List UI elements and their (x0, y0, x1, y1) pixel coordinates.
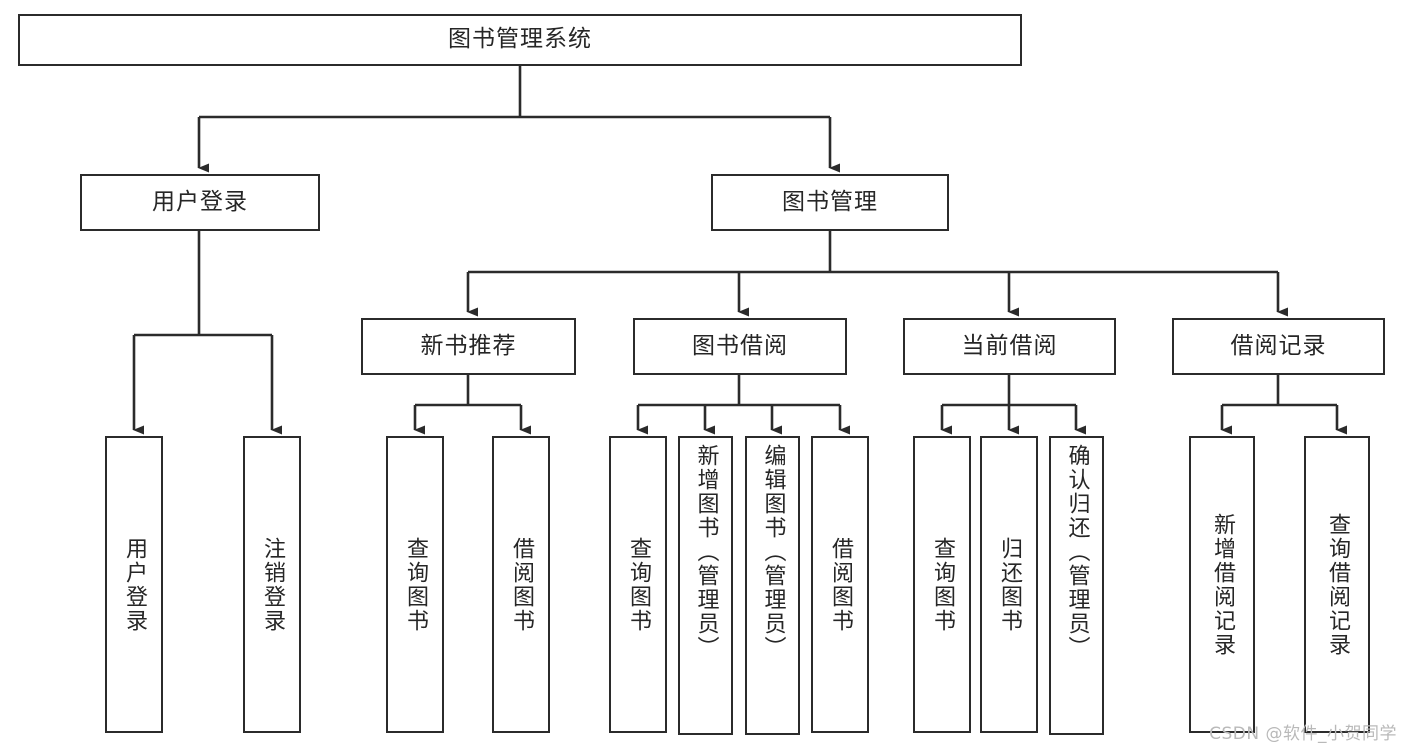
node-label: 归还图书 (996, 536, 1022, 633)
leaf-current-borrow-query-book[interactable]: 查询图书 (913, 436, 971, 733)
node-label: 图书借阅 (692, 332, 788, 359)
node-book-management[interactable]: 图书管理 (711, 174, 949, 231)
leaf-user-login-logout[interactable]: 注销登录 (243, 436, 301, 733)
node-label: 新增图书（管理员） (693, 444, 719, 660)
node-label: 查询图书 (625, 536, 651, 633)
node-label: 确认归还（管理员） (1064, 444, 1090, 660)
node-label: 用户登录 (121, 536, 147, 633)
node-label: 图书管理系统 (448, 26, 592, 53)
node-root-book-management-system[interactable]: 图书管理系统 (18, 14, 1022, 66)
leaf-user-login-login[interactable]: 用户登录 (105, 436, 163, 733)
node-borrowing-record[interactable]: 借阅记录 (1172, 318, 1385, 375)
leaf-book-borrow-query-book[interactable]: 查询图书 (609, 436, 667, 733)
node-label: 新增借阅记录 (1209, 512, 1235, 657)
csdn-watermark: CSDN @软件_小贺同学 (1209, 724, 1397, 744)
node-user-login[interactable]: 用户登录 (80, 174, 320, 231)
node-label: 借阅图书 (827, 536, 853, 633)
leaf-current-borrow-return-book[interactable]: 归还图书 (980, 436, 1038, 733)
leaf-new-book-borrow-book[interactable]: 借阅图书 (492, 436, 550, 733)
node-label: 用户登录 (152, 188, 248, 215)
leaf-book-borrow-edit-book-admin[interactable]: 编辑图书（管理员） (745, 436, 800, 735)
node-label: 图书管理 (782, 188, 878, 215)
node-current-borrowing[interactable]: 当前借阅 (903, 318, 1116, 375)
leaf-book-borrow-borrow-book[interactable]: 借阅图书 (811, 436, 869, 733)
node-label: 编辑图书（管理员） (760, 444, 786, 660)
node-label: 查询图书 (402, 536, 428, 633)
node-label: 新书推荐 (420, 332, 517, 359)
node-label: 借阅图书 (508, 536, 534, 633)
node-new-book-recommendation[interactable]: 新书推荐 (361, 318, 576, 375)
leaf-borrow-record-add-record[interactable]: 新增借阅记录 (1189, 436, 1255, 733)
node-label: 当前借阅 (961, 332, 1058, 359)
node-book-borrowing[interactable]: 图书借阅 (633, 318, 847, 375)
node-label: 查询图书 (929, 536, 955, 633)
node-label: 注销登录 (259, 536, 285, 633)
leaf-book-borrow-add-book-admin[interactable]: 新增图书（管理员） (678, 436, 733, 735)
node-label: 借阅记录 (1230, 332, 1327, 359)
leaf-new-book-query-book[interactable]: 查询图书 (386, 436, 444, 733)
node-label: 查询借阅记录 (1324, 512, 1350, 657)
leaf-borrow-record-query-record[interactable]: 查询借阅记录 (1304, 436, 1370, 733)
leaf-current-borrow-confirm-return-admin[interactable]: 确认归还（管理员） (1049, 436, 1104, 735)
